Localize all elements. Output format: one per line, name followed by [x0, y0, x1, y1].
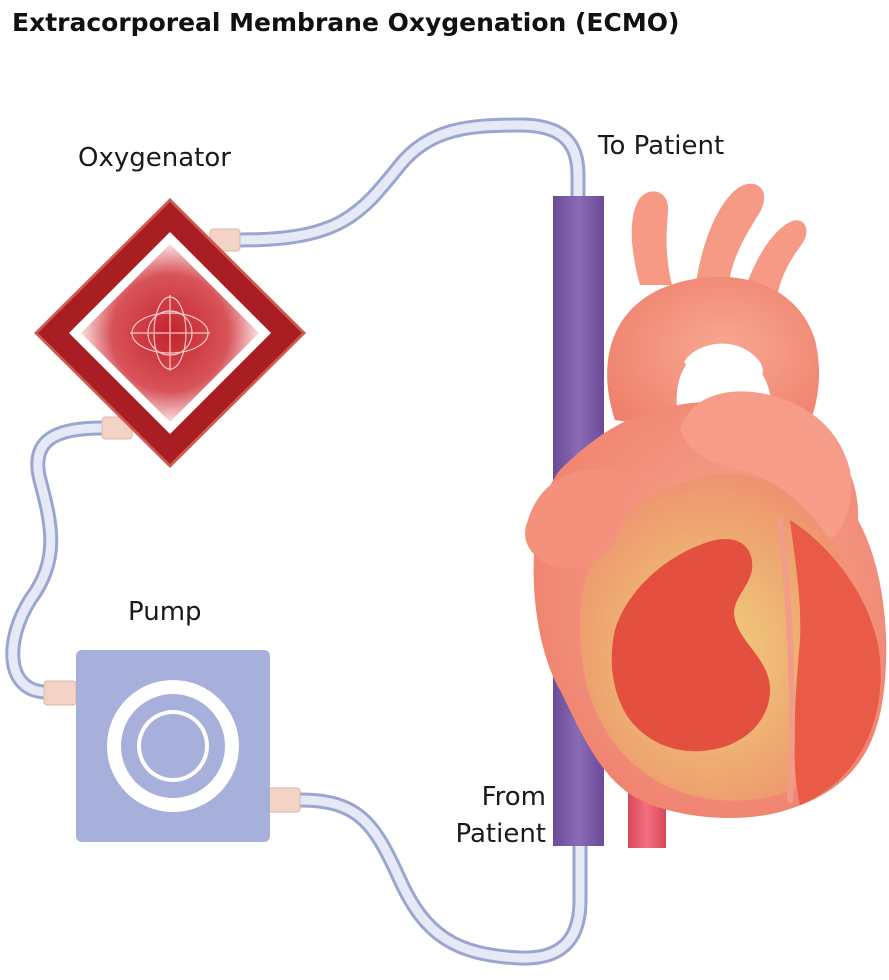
pump: [76, 650, 270, 842]
label-to-patient: To Patient: [597, 131, 724, 161]
connector-pump-outlet: [43, 680, 77, 706]
connector-pump-inlet: [267, 787, 301, 813]
tube-oxygenator-to-patient: [232, 117, 586, 248]
heart-illustration: [525, 183, 887, 819]
diagram-title: Extracorporeal Membrane Oxygenation (ECM…: [12, 8, 679, 37]
label-from-patient-line1: From: [482, 782, 546, 812]
oxygenator-membrane-icon: [130, 295, 210, 371]
ecmo-tubing: [5, 117, 588, 966]
oxygenator: [34, 198, 306, 468]
label-pump: Pump: [128, 597, 202, 627]
label-oxygenator: Oxygenator: [78, 143, 231, 173]
label-from-patient-line2: Patient: [455, 819, 546, 849]
